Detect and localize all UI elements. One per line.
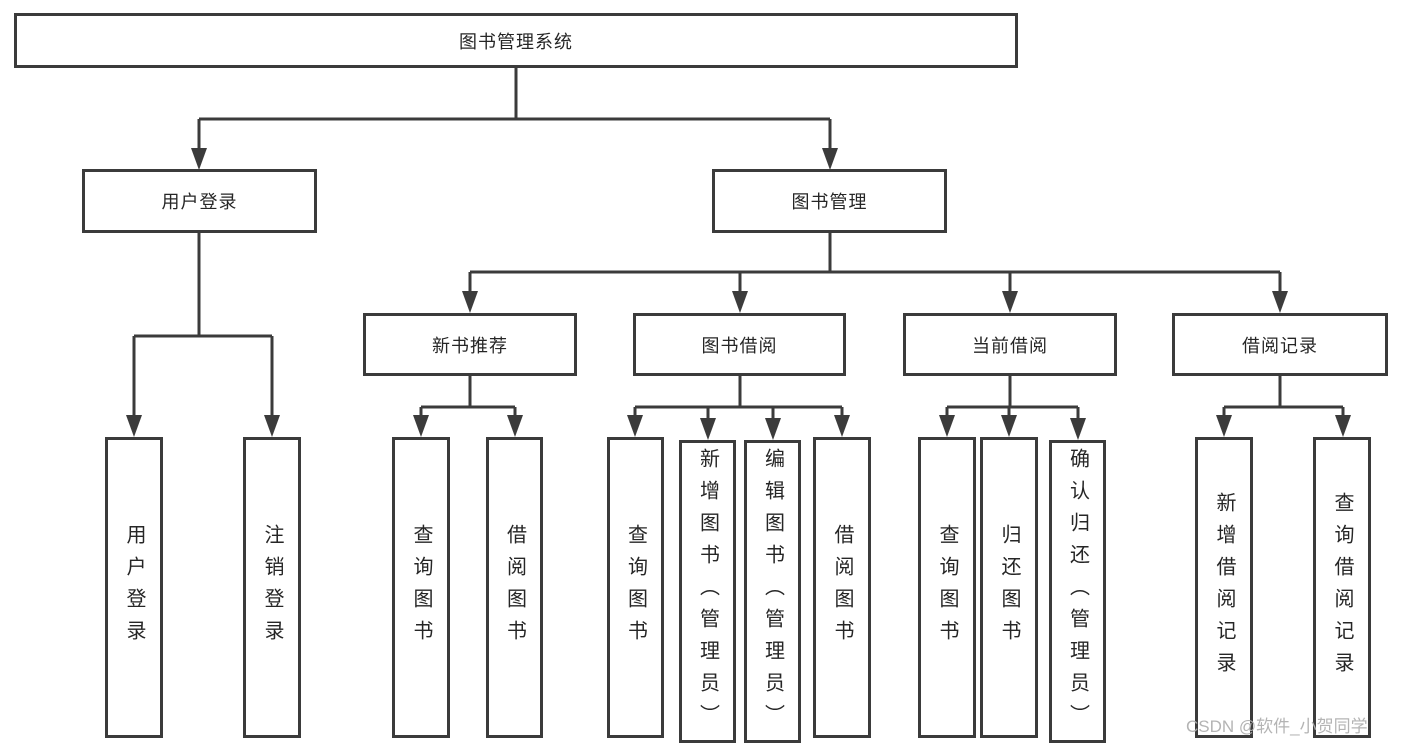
node-new-book-recommend-label: 新书推荐 [432,335,508,356]
node-book-borrow: 图书借阅 [633,313,846,376]
leaf-confirm-return-admin-label: 确认归还（管理员） [1066,447,1089,736]
leaf-edit-books-admin-label: 编辑图书（管理员） [761,447,784,736]
leaf-query-books-current-label: 查询图书 [936,523,958,652]
leaf-query-books-recommend: 查询图书 [392,437,450,738]
csdn-watermark: CSDN @软件_小贺同学 [1186,717,1368,736]
node-borrow-records-label: 借阅记录 [1242,335,1318,356]
leaf-edit-books-admin: 编辑图书（管理员） [744,440,801,743]
leaf-borrow-books-recommend: 借阅图书 [486,437,543,738]
leaf-add-books-admin: 新增图书（管理员） [679,440,736,743]
node-book-borrow-label: 图书借阅 [701,335,778,356]
node-current-borrow: 当前借阅 [903,313,1117,376]
node-root-label: 图书管理系统 [459,31,573,52]
leaf-return-books-label: 归还图书 [998,523,1020,652]
leaf-borrow-books: 借阅图书 [813,437,871,738]
leaf-add-borrow-record: 新增借阅记录 [1195,437,1253,738]
leaf-query-books-recommend-label: 查询图书 [410,523,432,652]
leaf-user-login: 用户登录 [105,437,163,738]
leaf-add-books-admin-label: 新增图书（管理员） [696,447,719,736]
node-book-management: 图书管理 [712,169,947,233]
leaf-logout-login-label: 注销登录 [261,523,283,652]
node-borrow-records: 借阅记录 [1172,313,1388,376]
leaf-logout-login: 注销登录 [243,437,301,738]
leaf-query-borrow-record: 查询借阅记录 [1313,437,1371,738]
leaf-borrow-books-label: 借阅图书 [831,523,853,652]
node-root: 图书管理系统 [14,13,1018,68]
node-current-borrow-label: 当前借阅 [972,335,1048,356]
leaf-add-borrow-record-label: 新增借阅记录 [1213,491,1235,684]
leaf-query-books-borrow-label: 查询图书 [624,523,647,652]
node-user-login: 用户登录 [82,169,317,233]
node-new-book-recommend: 新书推荐 [363,313,577,376]
leaf-confirm-return-admin: 确认归还（管理员） [1049,440,1106,743]
leaf-return-books: 归还图书 [980,437,1038,738]
leaf-query-books-borrow: 查询图书 [607,437,664,738]
node-user-login-label: 用户登录 [161,192,238,212]
leaf-query-books-current: 查询图书 [918,437,976,738]
leaf-user-login-label: 用户登录 [123,523,145,652]
node-book-management-label: 图书管理 [791,192,868,212]
leaf-borrow-books-recommend-label: 借阅图书 [503,523,526,652]
leaf-query-borrow-record-label: 查询借阅记录 [1331,491,1353,684]
